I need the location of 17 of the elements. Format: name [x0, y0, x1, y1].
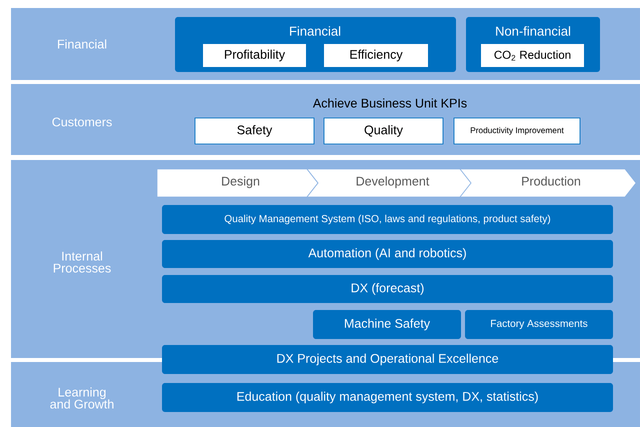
- phase-step: Design: [156, 168, 319, 198]
- kpi-box: Profitability: [203, 44, 306, 67]
- kpi-box: Automation (AI and robotics): [162, 240, 613, 268]
- kpi-box: Factory Assessments: [465, 310, 613, 339]
- kpi-box: CO$_{2}$ Reduction: [481, 44, 584, 67]
- kpi-box: Education (quality management system, DX, statistics): [162, 383, 613, 412]
- kpi-box: Quality: [324, 118, 444, 144]
- kpi-box: Quality Management System (ISO, laws and regulations, product safety): [162, 205, 613, 234]
- kpi-box: Safety: [194, 118, 314, 144]
- phase-step: Production: [459, 168, 636, 198]
- kpi-box: Productivity Improvement: [454, 118, 580, 144]
- kpi-box: Efficiency: [324, 44, 428, 67]
- kpi-box: DX (forecast): [162, 275, 613, 303]
- kpi-box: DX Projects and Operational Excellence: [162, 345, 613, 374]
- kpi-box: Machine Safety: [313, 310, 461, 339]
- phase-step: Development: [306, 168, 472, 198]
- node-label: Production: [522, 176, 580, 186]
